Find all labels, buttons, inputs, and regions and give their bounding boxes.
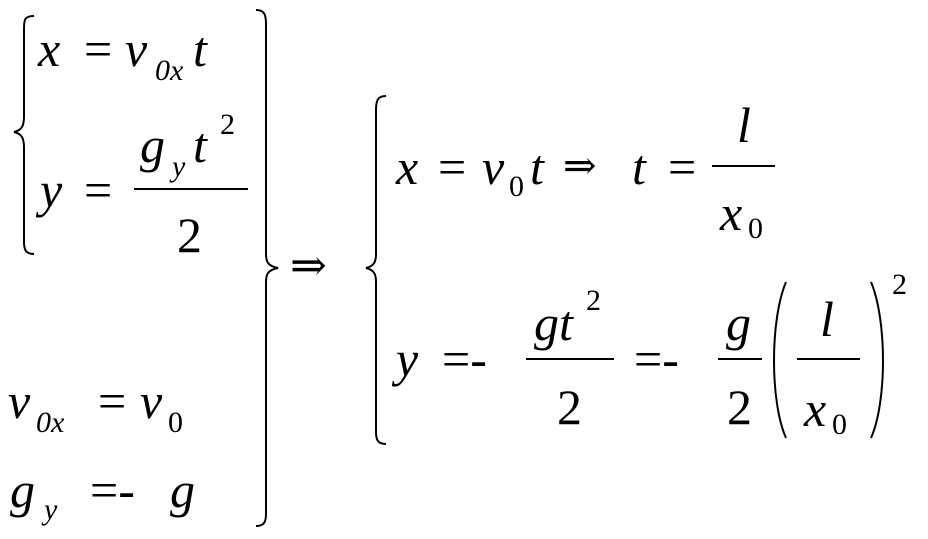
var-y: y	[396, 331, 419, 387]
right-system-brace	[365, 95, 387, 445]
var-x: x	[396, 139, 419, 195]
exponent-2: 2	[220, 108, 235, 141]
subscript-0: 0	[748, 212, 763, 245]
left-paren	[773, 281, 787, 439]
var-t: t	[632, 139, 646, 195]
left-system-brace	[13, 15, 35, 255]
subscript-0: 0	[168, 406, 183, 439]
numerator-t: t	[193, 117, 207, 173]
var-t: t	[530, 139, 544, 195]
var-v: v	[140, 373, 163, 429]
numerator-g: g	[140, 117, 165, 173]
var-y: y	[40, 162, 63, 218]
equals-sign: =	[438, 139, 467, 195]
equals-sign: =	[84, 21, 113, 77]
inner-denominator-x: x	[804, 381, 827, 437]
subscript-0x: 0x	[36, 406, 65, 439]
inner-numerator-l: l	[820, 291, 834, 347]
subscript-0: 0	[509, 170, 524, 203]
denominator-2: 2	[177, 207, 202, 263]
subscript-0x: 0x	[155, 54, 184, 87]
equals-sign: =	[84, 162, 113, 218]
exponent-2: 2	[586, 284, 601, 317]
var-v: v	[125, 21, 148, 77]
fraction-bar	[134, 188, 248, 190]
denominator-2: 2	[557, 379, 582, 435]
big-right-brace	[255, 9, 279, 527]
implies-arrow: ⇒	[563, 143, 597, 188]
numerator-l: l	[737, 97, 751, 153]
denominator-2: 2	[727, 379, 752, 435]
subscript-y: y	[172, 150, 186, 183]
numerator-gt: gt	[534, 295, 573, 351]
equals-minus-sign: =-	[442, 331, 487, 387]
subscript-0: 0	[832, 408, 847, 441]
subscript-y: y	[44, 493, 58, 526]
var-x: x	[38, 21, 61, 77]
exponent-2: 2	[892, 268, 907, 301]
var-g: g	[10, 462, 35, 518]
numerator-g: g	[726, 295, 751, 351]
var-v: v	[8, 373, 31, 429]
equals-minus-sign: =-	[634, 331, 679, 387]
denominator-x: x	[720, 185, 743, 241]
equals-sign: =	[668, 139, 697, 195]
right-paren	[870, 281, 884, 439]
equals-sign: =	[98, 373, 127, 429]
var-v: v	[482, 139, 505, 195]
equals-minus-sign: =-	[90, 462, 135, 518]
fraction-bar	[526, 358, 614, 360]
var-t: t	[193, 21, 207, 77]
fraction-bar	[718, 358, 762, 360]
fraction-bar	[797, 358, 860, 360]
fraction-bar	[712, 165, 775, 167]
var-g: g	[170, 462, 195, 518]
implies-arrow: ⇒	[290, 241, 327, 290]
